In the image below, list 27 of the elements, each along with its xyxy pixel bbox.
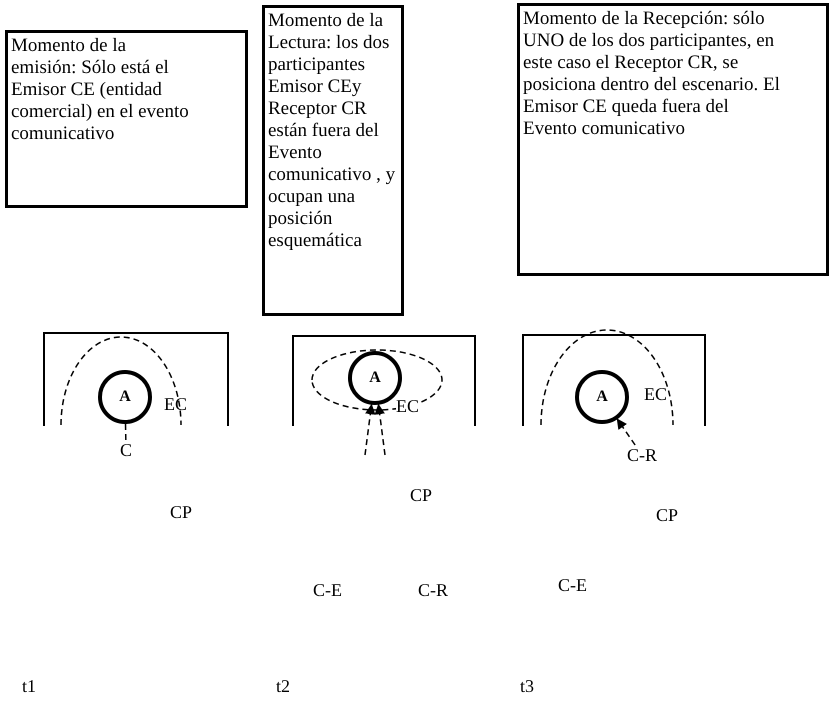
letter-label: EC bbox=[164, 394, 188, 414]
letter-label: EC bbox=[644, 384, 668, 404]
letter-label: C-R bbox=[418, 580, 448, 600]
text-box bbox=[517, 3, 829, 276]
description-text: Momento de la Recepción: sólo UNO de los dos participantes, en este caso el Receptor CR, se posiciona dentro del escenario. El Emisor CE queda fuera del Evento comunicativo bbox=[523, 8, 781, 140]
letter-label: CP bbox=[410, 485, 432, 505]
description-text: Momento de la Lectura: los dos participantes Emisor CEy Receptor CR están fuera del Evento comunicativo , y ocupan una posición esquemática bbox=[268, 10, 396, 252]
letter-label: t2 bbox=[276, 676, 290, 696]
dashed-arrow bbox=[374, 404, 386, 456]
letter-label: t3 bbox=[520, 676, 534, 696]
node-label: C-R bbox=[627, 445, 658, 465]
stage-frame bbox=[522, 334, 706, 426]
dashed-arrow bbox=[616, 418, 636, 446]
letter-label: CP bbox=[656, 505, 678, 525]
text-box bbox=[5, 30, 248, 208]
dashed-arrow bbox=[364, 404, 376, 456]
circle-node: A bbox=[98, 370, 152, 424]
node-label: C bbox=[120, 440, 132, 460]
letter-label: C-E bbox=[558, 575, 587, 595]
circle-node: A bbox=[575, 370, 629, 424]
dashed-line bbox=[124, 424, 127, 440]
description-text: Momento de la emisión: Sólo está el Emisor CE (entidad comercial) en el evento comunicativo bbox=[11, 35, 190, 145]
letter-label: C-E bbox=[313, 580, 342, 600]
stage-frame bbox=[43, 332, 229, 426]
letter-label: t1 bbox=[22, 676, 36, 696]
text-box bbox=[262, 5, 404, 316]
letter-label: CP bbox=[170, 502, 192, 522]
